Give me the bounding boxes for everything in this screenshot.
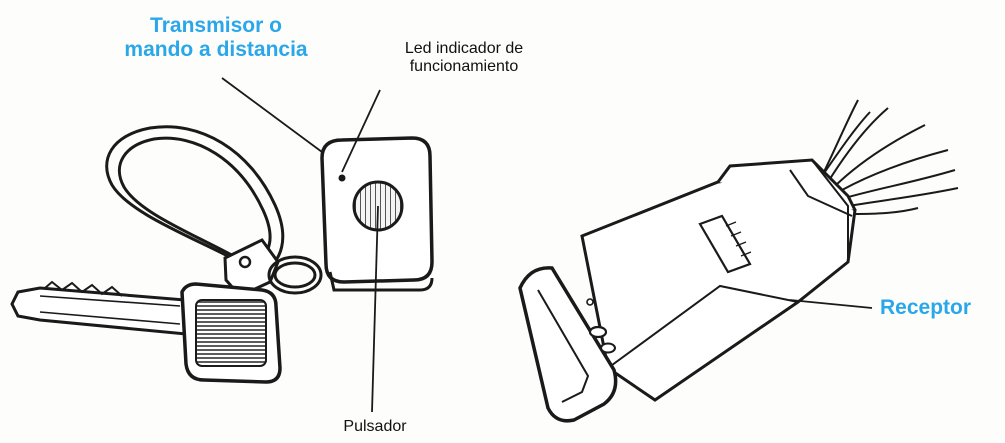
label-receiver: Receptor <box>880 296 972 319</box>
label-button: Pulsador <box>343 418 407 435</box>
label-transmitter: Transmisor o mando a distancia <box>124 14 308 61</box>
led-dot <box>338 174 346 182</box>
leader-button <box>371 205 379 413</box>
receiver-body <box>518 158 857 423</box>
car-key <box>10 280 282 384</box>
leader-receiver <box>789 299 873 309</box>
key-ring-loop <box>105 125 285 274</box>
label-led: Led indicador de funcionamiento <box>404 40 524 75</box>
leader-transmitter <box>221 77 323 153</box>
split-ring <box>267 255 323 295</box>
leader-led <box>341 89 381 173</box>
leader-lines-right <box>789 299 873 309</box>
leader-lines-left <box>221 77 381 413</box>
